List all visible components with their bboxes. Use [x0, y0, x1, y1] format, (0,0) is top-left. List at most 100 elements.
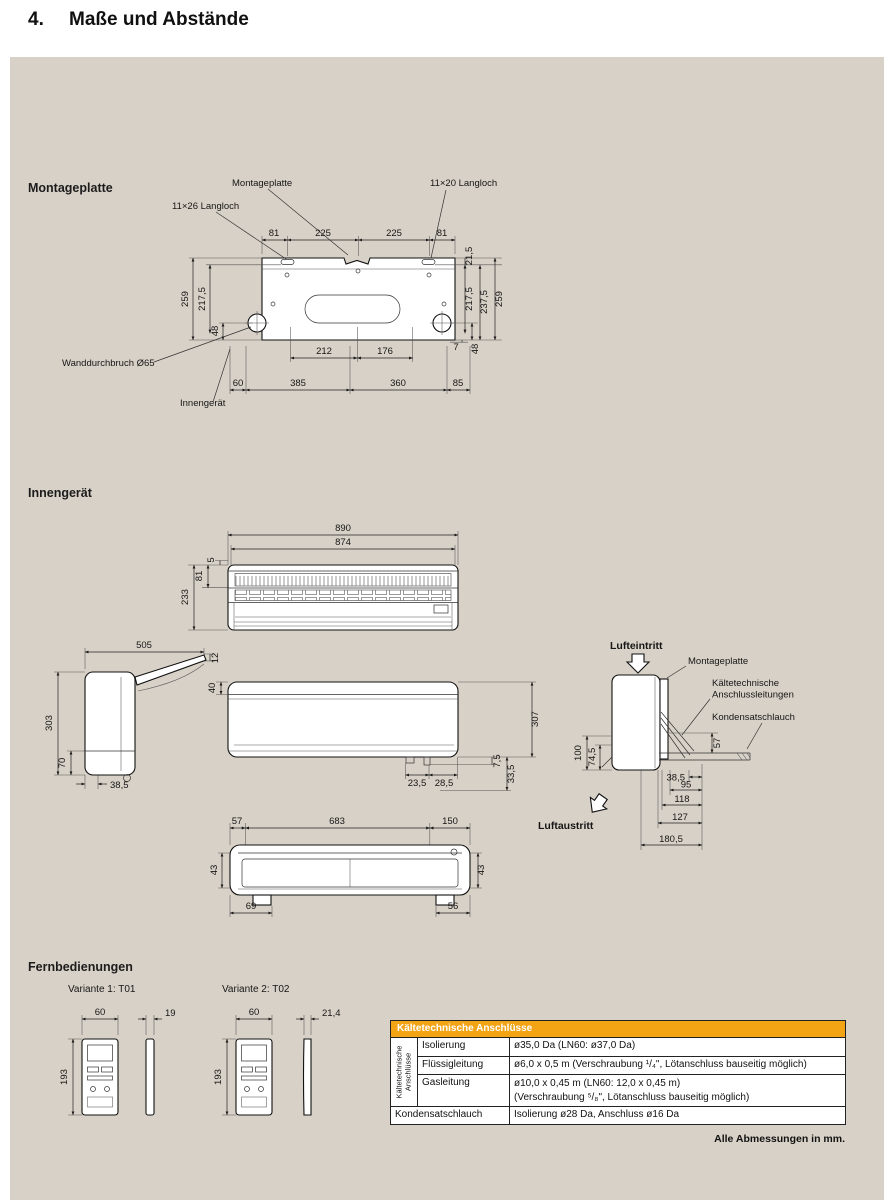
remote-display: [87, 1044, 113, 1062]
pipe-stub-right: [423, 756, 431, 766]
louver-row: [234, 589, 452, 601]
drain-hole: [450, 848, 458, 856]
table-side-label-line1: Kältetechnische: [394, 1045, 404, 1099]
dim-label: 890: [335, 523, 351, 534]
dim-label: 19: [165, 1008, 176, 1019]
table-cell-fluessigleitung-label: Flüssigleitung: [417, 1056, 509, 1074]
drawing-panel: Montageplatte Innengerät Fernbedienungen: [10, 57, 884, 1200]
dim-label: 225: [315, 228, 331, 239]
dim-label: 69: [246, 901, 257, 912]
table-header: Kältetechnische Anschlüsse: [390, 1020, 846, 1038]
innengeraet-side-view-open: 505 12 303 70 38,5: [44, 640, 221, 791]
table-cell-gasleitung-value: ø10,0 x 0,45 m (LN60: 12,0 x 0,45 m) (Ve…: [509, 1074, 845, 1106]
center-cutout: [304, 294, 401, 324]
dim-label: 57: [232, 816, 243, 827]
dim-label: 23,5: [408, 778, 427, 789]
dim-label: 176: [377, 346, 393, 357]
dim-label: 217,5: [197, 287, 208, 311]
unit-side-body: [611, 674, 661, 771]
variant2-label: Variante 2: T02: [222, 984, 290, 995]
foot-left: [252, 894, 272, 906]
outlet-flap: [601, 756, 613, 768]
dim-label: 38,5: [667, 773, 686, 784]
innengeraet-bottom-view: 57 683 150 43 43 69 56: [209, 816, 487, 917]
air-inlet-arrow-icon: [625, 653, 651, 674]
dim-label: 95: [681, 780, 692, 791]
callout-slot-left: 11×26 Langloch: [172, 201, 239, 212]
pipe-stub-left: [405, 756, 415, 764]
dim-label: 60: [249, 1007, 260, 1018]
dim-label: 259: [494, 291, 505, 307]
dim-label: 48: [470, 344, 481, 355]
drain-outlet: [123, 774, 131, 782]
dim-label: 212: [316, 346, 332, 357]
dim-label: 217,5: [464, 287, 475, 311]
dim-label: 118: [674, 794, 689, 805]
innengeraet-front-view: 890 874 5 81 233: [180, 523, 459, 631]
label-anschlussleitungen-2: Anschlussleitungen: [712, 690, 794, 701]
dim-label: 12: [210, 653, 221, 664]
mounting-plate-edge: [659, 678, 669, 760]
table-cell-gasleitung-label: Gasleitung: [417, 1074, 509, 1106]
dim-label: 233: [180, 589, 191, 605]
dim-label: 21,5: [464, 247, 475, 266]
callout-slot-right: 11×20 Langloch: [430, 178, 497, 189]
table-cell-isolierung-label: Isolierung: [417, 1038, 509, 1056]
innengeraet-top-view: 40 307 23,5 28,5 7,5 33,5: [207, 681, 541, 791]
dim-label: 127: [672, 812, 688, 823]
label-luftaustritt: Luftaustritt: [538, 820, 594, 832]
dim-label: 193: [59, 1069, 70, 1085]
dim-label: 259: [180, 291, 191, 307]
remote-t02-drawing: Variante 2: T02 60 21,4 193: [213, 984, 341, 1116]
gasleitung-value-line1: ø10,0 x 0,45 m (LN60: 12,0 x 0,45 m): [514, 1078, 681, 1089]
remote-t01-drawing: Variante 1: T01 60 19 193: [59, 984, 176, 1116]
table-side-label: Kältetechnische Anschlüsse: [391, 1038, 417, 1106]
remote-front: [81, 1038, 119, 1116]
variant1-label: Variante 1: T01: [68, 984, 136, 995]
dim-label: 40: [207, 683, 218, 694]
montageplatte-drawing: Montageplatte 11×26 Langloch 11×20 Langl…: [62, 178, 505, 409]
dim-label: 150: [442, 816, 458, 827]
dim-label: 100: [573, 745, 584, 761]
dimension-lines: [54, 648, 215, 789]
dim-label: 28,5: [435, 778, 454, 789]
remote-display: [241, 1044, 267, 1062]
dim-label: 303: [44, 715, 55, 731]
dim-label: 56: [448, 901, 459, 912]
dim-label: 385: [290, 378, 306, 389]
table-cell-kondensatschlauch-label: Kondensatschlauch: [391, 1106, 509, 1124]
dim-label: 81: [437, 228, 448, 239]
display-window: [433, 604, 449, 614]
dim-label: 237,5: [479, 290, 490, 314]
label-anschlussleitungen-1: Kältetechnische: [712, 678, 779, 689]
section-number: 4.: [28, 9, 44, 30]
foot-right: [435, 894, 455, 906]
heading-montageplatte: Montageplatte: [28, 181, 113, 195]
dim-label: 7,5: [492, 754, 503, 767]
anschluesse-table: Kältetechnische Anschlüsse Kältetechnisc…: [390, 1020, 846, 1125]
table-side-label-line2: Anschlüsse: [404, 1052, 413, 1092]
dim-label: 683: [329, 816, 345, 827]
dim-label: 70: [57, 758, 68, 769]
dim-label: 360: [390, 378, 406, 389]
remote-front: [235, 1038, 273, 1116]
dim-label: 57: [712, 738, 723, 749]
dim-label: 7: [453, 342, 458, 353]
refrigerant-pipes: [660, 711, 695, 759]
technical-drawings: Montageplatte 11×26 Langloch 11×20 Langl…: [44, 178, 795, 1116]
label-lufteintritt: Lufteintritt: [610, 640, 663, 652]
dim-label: 74,5: [587, 748, 598, 767]
dimension-lines: [188, 531, 459, 631]
heading-innengeraet: Innengerät: [28, 486, 92, 500]
page-title: Maße und Abstände: [69, 9, 249, 30]
dim-label: 307: [530, 711, 541, 727]
dimensions-note: Alle Abmessungen in mm.: [714, 1133, 845, 1145]
label-kondensatschlauch: Kondensatschlauch: [712, 712, 795, 723]
dimension-lines: [216, 681, 536, 791]
dimension-lines: [222, 1015, 319, 1116]
dim-label: 225: [386, 228, 402, 239]
air-outlet-arrow-icon: [589, 792, 609, 813]
dim-label: 81: [194, 571, 205, 582]
dimension-lines: [68, 1015, 162, 1116]
dim-label: 38,5: [110, 780, 129, 791]
